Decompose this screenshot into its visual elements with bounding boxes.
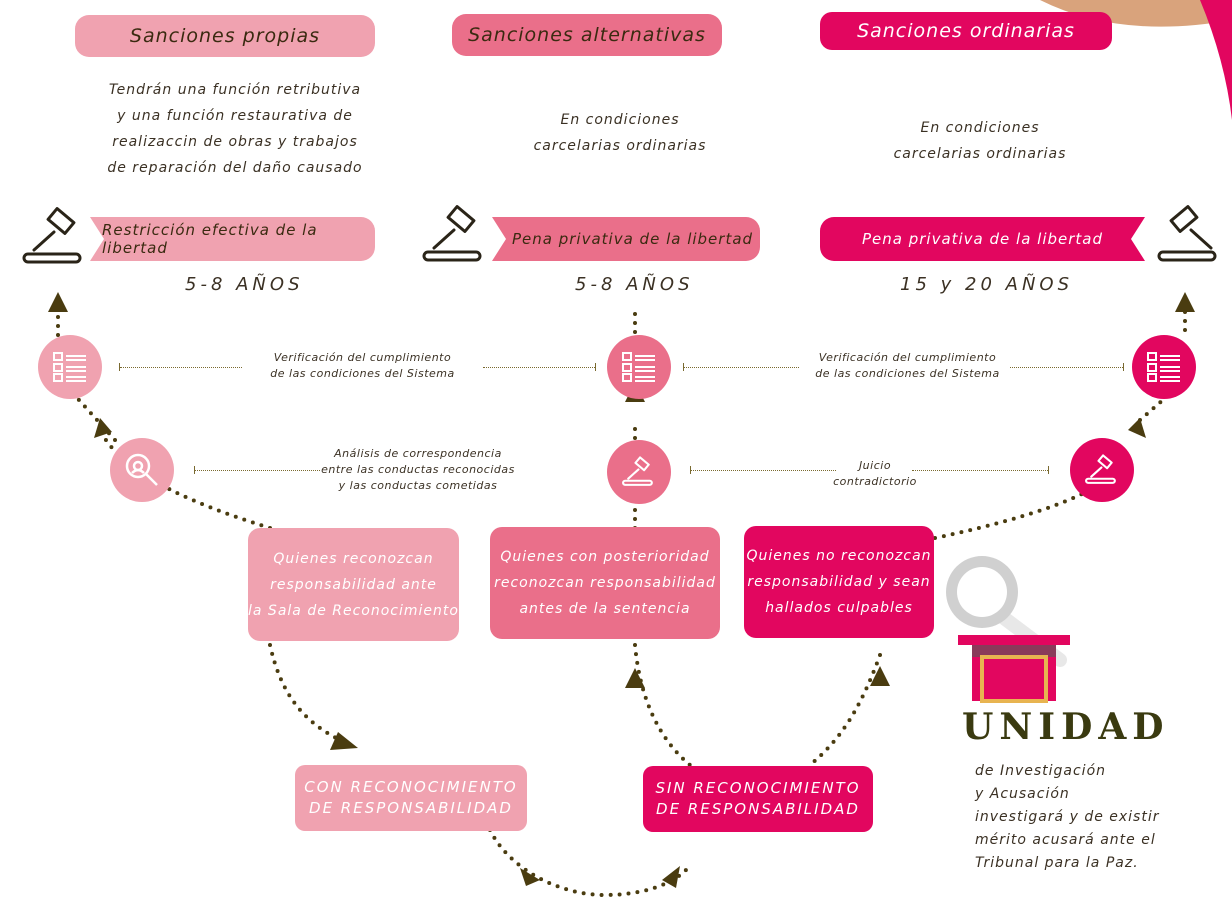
box-line: responsabilidad y sean <box>747 574 931 590</box>
checklist-circle-ordinarias <box>1132 335 1196 399</box>
unidad-line: investigará y de existir <box>975 809 1160 825</box>
magnifier-icon <box>125 453 158 486</box>
note-line: y las conductas cometidas <box>338 479 498 492</box>
line-tick <box>119 363 120 371</box>
header-sanciones-alternativas: Sanciones alternativas <box>452 14 722 56</box>
gavel-icon <box>1085 454 1116 484</box>
checklist-icon <box>622 352 655 382</box>
box-line: hallados culpables <box>765 600 913 616</box>
checklist-circle-propias <box>38 335 102 399</box>
note-analisis: Análisis de correspondencia entre las co… <box>318 446 518 494</box>
juicio-line <box>691 470 836 471</box>
box-line: Quienes con posterioridad <box>500 549 710 565</box>
line-tick <box>194 466 195 474</box>
note-line: Análisis de correspondencia <box>334 447 502 460</box>
years-alternativas: 5-8 AÑOS <box>575 274 694 295</box>
line-tick <box>1048 466 1049 474</box>
magnifier-circle <box>110 438 174 502</box>
description-line: y una función restaurativa de <box>117 108 353 124</box>
unidad-line: y Acusación <box>975 786 1070 802</box>
description-propias: Tendrán una función retributiva y una fu… <box>95 77 375 181</box>
description-line: En condiciones <box>920 120 1040 136</box>
unidad-title: UNIDAD <box>962 706 1170 748</box>
line-tick <box>1123 363 1124 371</box>
box-line: responsabilidad ante <box>270 576 437 593</box>
unidad-line: de Investigación <box>975 763 1107 779</box>
description-ordinarias: En condiciones carcelarias ordinarias <box>860 115 1100 167</box>
description-line: En condiciones <box>560 112 680 128</box>
note-line: contradictorio <box>833 475 917 488</box>
gavel-icon <box>422 205 482 262</box>
checklist-icon <box>53 352 86 382</box>
analysis-line <box>195 470 320 471</box>
line-tick <box>595 363 596 371</box>
years-propias: 5-8 AÑOS <box>185 274 304 295</box>
box-line: reconozcan responsabilidad <box>494 575 716 591</box>
unidad-line: Tribunal para la Paz. <box>975 855 1139 871</box>
podium-icon <box>958 635 1070 703</box>
description-line: realizaccin de obras y trabajos <box>112 134 358 150</box>
gavel-circle-ordinarias <box>1070 438 1134 502</box>
box-line: la Sala de Reconocimiento <box>248 602 459 619</box>
description-line: de reparación del daño causado <box>107 160 363 176</box>
category-con-reconocimiento: CON RECONOCIMIENTO DE RESPONSABILIDAD <box>295 765 527 831</box>
bar-restriccion-libertad: Restricción efectiva de la libertad <box>90 217 375 261</box>
line-tick <box>690 466 691 474</box>
bar-pena-alternativas: Pena privativa de la libertad <box>492 217 760 261</box>
verification-line-right <box>684 367 799 368</box>
note-line: de las condiciones del Sistema <box>270 367 455 380</box>
gavel-icon <box>22 207 82 264</box>
category-line: CON RECONOCIMIENTO <box>304 778 518 796</box>
verification-line-left <box>483 367 595 368</box>
description-alternativas: En condiciones carcelarias ordinarias <box>500 107 740 159</box>
category-sin-reconocimiento: SIN RECONOCIMIENTO DE RESPONSABILIDAD <box>643 766 873 832</box>
note-verificacion-right: Verificación del cumplimiento de las con… <box>800 350 1015 382</box>
box-quienes-reconozcan: Quienes reconozcan responsabilidad ante … <box>248 528 459 641</box>
note-line: entre las conductas reconocidas <box>321 463 515 476</box>
unidad-line: mérito acusará ante el <box>975 832 1156 848</box>
verification-line-right <box>1010 367 1123 368</box>
checklist-circle-alternativas <box>607 335 671 399</box>
box-line: antes de la sentencia <box>519 601 691 617</box>
header-sanciones-propias: Sanciones propias <box>75 15 375 57</box>
note-line: de las condiciones del Sistema <box>815 367 1000 380</box>
note-line: Juicio <box>858 459 892 472</box>
checklist-icon <box>1147 352 1180 382</box>
gavel-icon <box>1157 205 1217 262</box>
description-line: Tendrán una función retributiva <box>108 82 362 98</box>
box-line: Quienes reconozcan <box>273 550 434 567</box>
description-line: carcelarias ordinarias <box>533 138 707 154</box>
note-line: Verificación del cumplimiento <box>818 351 997 364</box>
gavel-circle-alternativas <box>607 440 671 504</box>
header-sanciones-ordinarias: Sanciones ordinarias <box>820 12 1112 50</box>
note-verificacion-left: Verificación del cumplimiento de las con… <box>255 350 470 382</box>
line-tick <box>683 363 684 371</box>
verification-line-left <box>120 367 242 368</box>
note-line: Verificación del cumplimiento <box>273 351 452 364</box>
category-line: SIN RECONOCIMIENTO <box>655 779 861 797</box>
gavel-icon <box>622 456 653 486</box>
box-quienes-posterioridad: Quienes con posterioridad reconozcan res… <box>490 527 720 639</box>
box-quienes-no-reconozcan: Quienes no reconozcan responsabilidad y … <box>744 526 934 638</box>
category-line: DE RESPONSABILIDAD <box>309 799 513 817</box>
unidad-description: de Investigación y Acusación investigará… <box>975 760 1175 875</box>
bar-pena-ordinarias: Pena privativa de la libertad <box>820 217 1145 261</box>
description-line: carcelarias ordinarias <box>893 146 1067 162</box>
juicio-line <box>912 470 1048 471</box>
note-juicio: Juicio contradictorio <box>815 458 935 490</box>
box-line: Quienes no reconozcan <box>746 548 932 564</box>
category-line: DE RESPONSABILIDAD <box>656 800 860 818</box>
years-ordinarias: 15 y 20 AÑOS <box>900 274 1073 295</box>
